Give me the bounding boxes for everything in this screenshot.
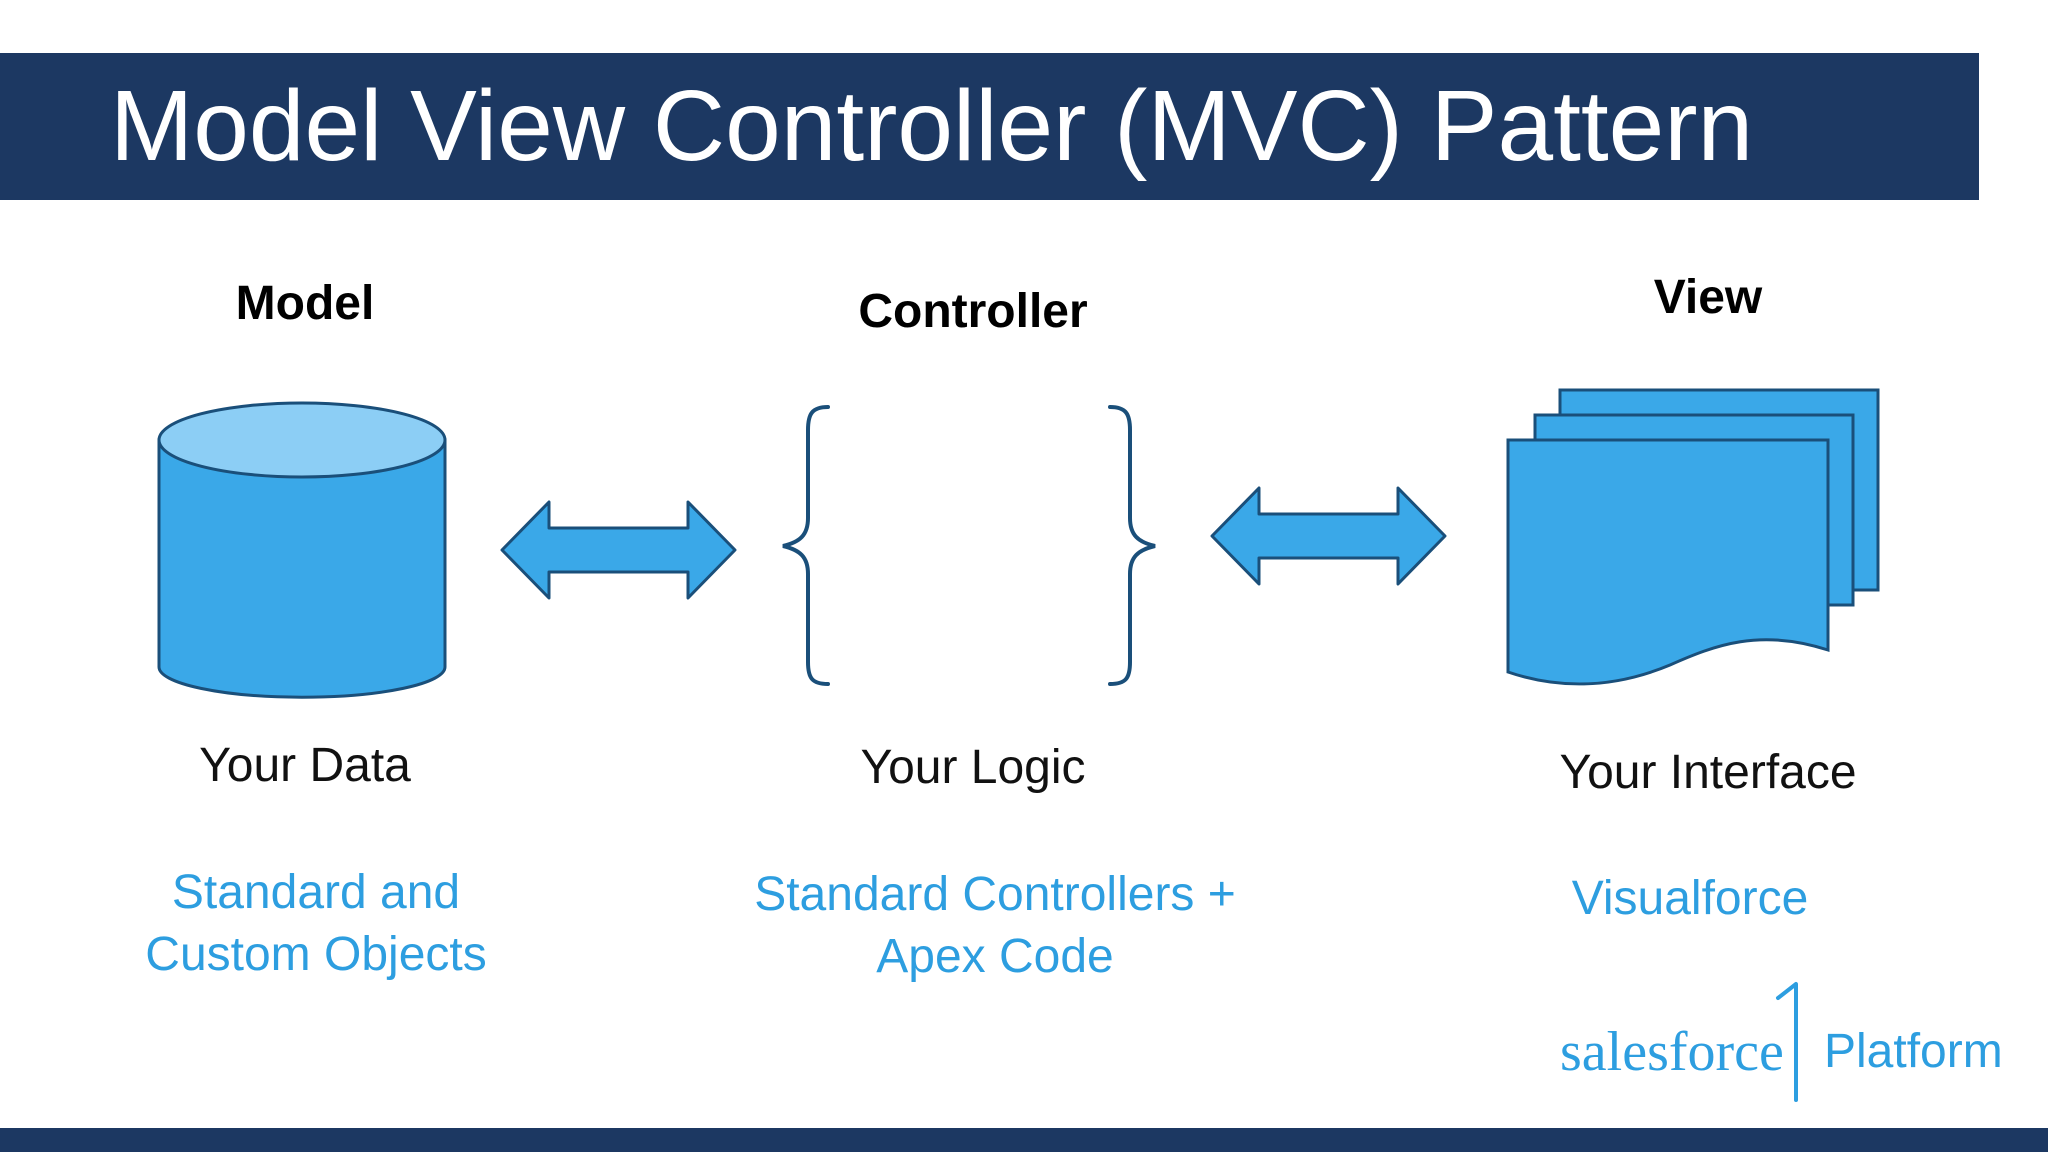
view-heading: View (1653, 271, 1763, 324)
controller-heading: Controller (858, 285, 1088, 338)
double-arrow-icon (1210, 486, 1447, 586)
brand-name: salesforce (1560, 1021, 1784, 1083)
controller-tech-line: Apex Code (876, 930, 1114, 983)
controller-tech: Standard Controllers + Apex Code (754, 864, 1236, 988)
salesforce-platform-logo: salesforce Platform (1560, 980, 2010, 1110)
view-tech: Visualforce (1572, 868, 1809, 930)
brand-one-mark-icon (1776, 982, 1798, 1102)
title-bar: Model View Controller (MVC) Pattern (0, 53, 1979, 200)
stacked-pages-icon (1506, 388, 1880, 686)
controller-tech-line: Standard Controllers + (754, 868, 1236, 921)
slide-title: Model View Controller (MVC) Pattern (110, 70, 1754, 182)
model-tech-line: Custom Objects (145, 928, 487, 981)
view-caption: Your Interface (1559, 746, 1857, 799)
model-tech-line: Standard and (171, 866, 461, 919)
view-tech-line: Visualforce (1571, 872, 1809, 925)
controller-caption: Your Logic (860, 741, 1086, 794)
curly-braces-icon (782, 405, 1156, 686)
model-heading: Model (235, 277, 375, 330)
brand-product: Platform (1824, 1025, 2003, 1078)
database-cylinder-icon (157, 401, 447, 699)
model-caption: Your Data (199, 739, 411, 792)
footer-bar (0, 1128, 2048, 1152)
model-tech: Standard and Custom Objects (145, 862, 486, 986)
double-arrow-icon (500, 500, 737, 600)
